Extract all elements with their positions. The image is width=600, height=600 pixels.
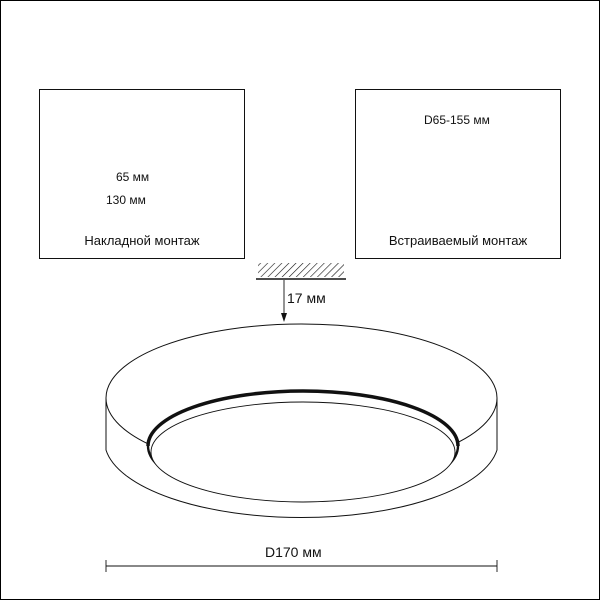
recessed-mount-panel: Встраиваемый монтаж: [355, 89, 561, 259]
ceiling-surface: [256, 263, 346, 280]
ceiling-lamp-drawing: [105, 323, 498, 518]
surface-mount-caption: Накладной монтаж: [84, 233, 200, 248]
bracket-inner-dimension: 65 мм: [116, 170, 150, 184]
cutout-diameter-dimension: D65-155 мм: [424, 113, 490, 127]
surface-mount-panel: Накладной монтаж: [39, 89, 245, 259]
height-dimension-arrow: [281, 280, 287, 322]
lamp-diameter-dimension: D170 мм: [265, 544, 322, 560]
bracket-outer-dimension: 130 мм: [106, 193, 146, 207]
diameter-dimension-line: [105, 560, 498, 572]
recessed-mount-caption: Встраиваемый монтаж: [388, 233, 528, 248]
lamp-height-dimension: 17 мм: [287, 290, 326, 306]
